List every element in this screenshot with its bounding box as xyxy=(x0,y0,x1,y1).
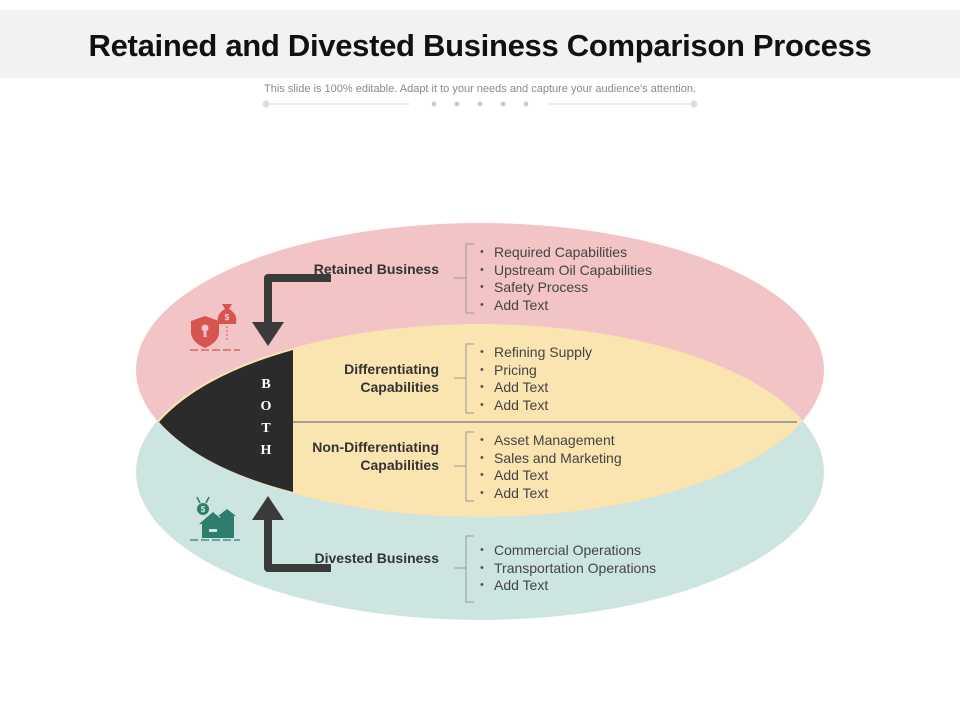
list-item: Commercial Operations xyxy=(480,542,656,560)
list-item: Upstream Oil Capabilities xyxy=(480,262,652,280)
page-title: Retained and Divested Business Compariso… xyxy=(88,28,872,63)
retained-business-label: Retained Business xyxy=(313,261,439,277)
list-item: Sales and Marketing xyxy=(480,450,622,468)
bracket-non-differentiating xyxy=(454,431,474,502)
non-differentiating-capabilities-label: Non-Differentiating Capabilities xyxy=(312,439,439,473)
both-letter: T xyxy=(261,421,271,436)
divested-business-list: Commercial Operations Transportation Ope… xyxy=(480,542,656,595)
list-item: Asset Management xyxy=(480,432,622,450)
title-bar xyxy=(0,10,960,78)
up-arrow-icon xyxy=(252,496,331,572)
list-item: Add Text xyxy=(480,297,652,315)
list-item: Transportation Operations xyxy=(480,560,656,578)
differentiating-capabilities-list: Refining Supply Pricing Add Text Add Tex… xyxy=(480,344,592,414)
both-wedge xyxy=(159,350,293,492)
list-item: Safety Process xyxy=(480,279,652,297)
bracket-differentiating xyxy=(454,343,474,414)
subtitle-divider xyxy=(262,100,698,108)
list-item: Add Text xyxy=(480,397,592,415)
list-item: Required Capabilities xyxy=(480,244,652,262)
list-item: Pricing xyxy=(480,362,592,380)
svg-text:$: $ xyxy=(225,313,230,322)
both-letter: B xyxy=(261,377,271,392)
svg-text:$: $ xyxy=(201,505,206,514)
retained-business-list: Required Capabilities Upstream Oil Capab… xyxy=(480,244,652,314)
list-item: Add Text xyxy=(480,467,622,485)
down-arrow-icon xyxy=(252,274,331,346)
list-item: Refining Supply xyxy=(480,344,592,362)
bracket-retained xyxy=(454,243,474,314)
list-item: Add Text xyxy=(480,485,622,503)
differentiating-capabilities-label: Differentiating Capabilities xyxy=(344,361,439,395)
list-item: Add Text xyxy=(480,577,656,595)
both-letter: H xyxy=(260,443,272,458)
shield-lock-money-bag-icon: $ xyxy=(190,304,240,351)
house-money-bag-icon: $ xyxy=(190,496,240,541)
page-subtitle: This slide is 100% editable. Adapt it to… xyxy=(264,83,696,95)
both-letter: O xyxy=(260,399,272,414)
list-item: Add Text xyxy=(480,379,592,397)
non-differentiating-capabilities-list: Asset Management Sales and Marketing Add… xyxy=(480,432,622,502)
bracket-divested xyxy=(454,535,474,603)
divested-business-label: Divested Business xyxy=(314,550,440,566)
